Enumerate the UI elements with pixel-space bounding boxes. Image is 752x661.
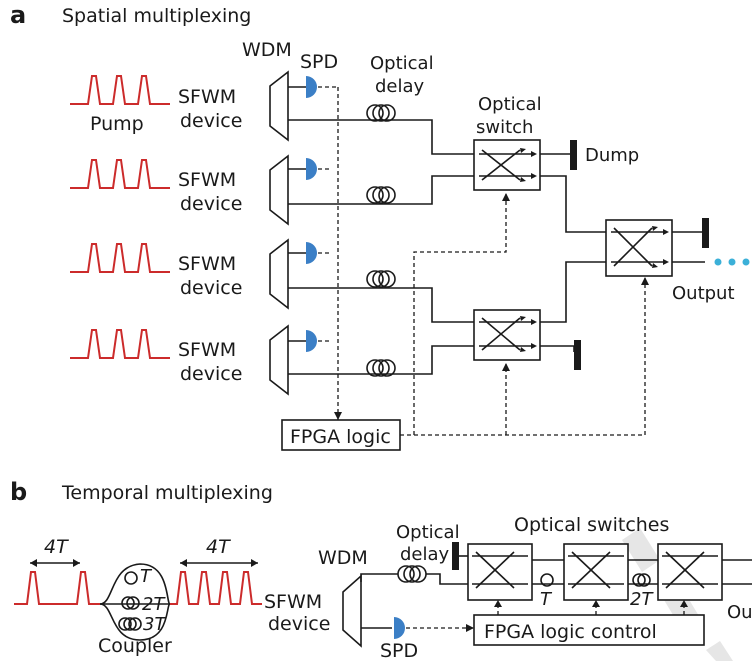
input-pulse-train [14,571,100,605]
fiber-delay-coil [366,104,396,377]
device-4-line1: SFWM [178,339,236,361]
fiber-delay-coil-b [397,565,427,583]
optical-delay-label-line2: delay [375,76,425,97]
pump-pulse-train [70,75,170,359]
period-left-label: 4T [44,536,69,558]
optical-switch-b [467,543,723,601]
spd-detector [288,76,317,352]
delay-2t-label: 2T [142,594,166,615]
delay-3t-label: 3T [143,614,167,635]
spd-b-detector [394,617,405,639]
fpga-logic-box [281,419,401,451]
loop-2t-label: 2T [630,589,654,610]
loop-delay-coil [540,573,651,587]
device-4-line2: device [180,363,242,385]
fpga-logic-label: FPGA logic [290,426,391,448]
panel-a-letter: a [10,1,26,29]
spd-signal-dashes [318,86,342,420]
panel-b-title: Temporal multiplexing [61,482,273,504]
fiber-routes-b [360,559,752,629]
device-b-line2: device [268,613,330,635]
coupler-label: Coupler [98,635,172,657]
optical-switch-label-line2: switch [476,117,533,138]
output-label: Output [672,283,735,304]
fpga-control-label: FPGA logic control [484,621,657,643]
device-b-line1: SFWM [264,591,322,613]
output-dots [714,258,750,266]
panel-b-letter: b [10,478,27,506]
beam-dump [570,140,709,370]
period-arrow [30,559,258,567]
device-2-line2: device [180,193,242,215]
wdm-label: WDM [242,39,292,61]
fpga-control-box [473,614,705,646]
optical-switch [473,139,673,361]
spd-b-label: SPD [380,640,418,661]
spd-label: SPD [300,51,338,73]
device-1-line2: device [180,110,242,132]
device-3-line2: device [180,277,242,299]
wdm-b-label: WDM [318,547,368,569]
dump-label: Dump [585,145,639,166]
fpga-control-lines-b [406,600,688,632]
output-pulse-train [170,571,262,605]
optical-switches-label: Optical switches [514,514,669,536]
device-2-line1: SFWM [178,169,236,191]
loop-t-label: T [540,589,553,610]
coupler [99,563,171,641]
delay-t-label: T [140,566,153,587]
device-3-line1: SFWM [178,253,236,275]
optical-delay-b-line1: Optical [396,522,460,543]
output-b-label: Out [727,602,752,623]
optical-delay-b-line2: delay [400,544,450,565]
beam-dump-b [452,542,459,570]
optical-switch-label-line1: Optical [478,94,542,115]
device-1-line1: SFWM [178,86,236,108]
pump-label: Pump [90,113,144,135]
wdm-b-demux [342,574,362,648]
optical-delay-label-line1: Optical [370,53,434,74]
period-right-label: 4T [206,536,231,558]
panel-a-title: Spatial multiplexing [62,5,251,27]
fpga-control-lines [400,193,649,436]
wdm-demux [269,70,289,396]
